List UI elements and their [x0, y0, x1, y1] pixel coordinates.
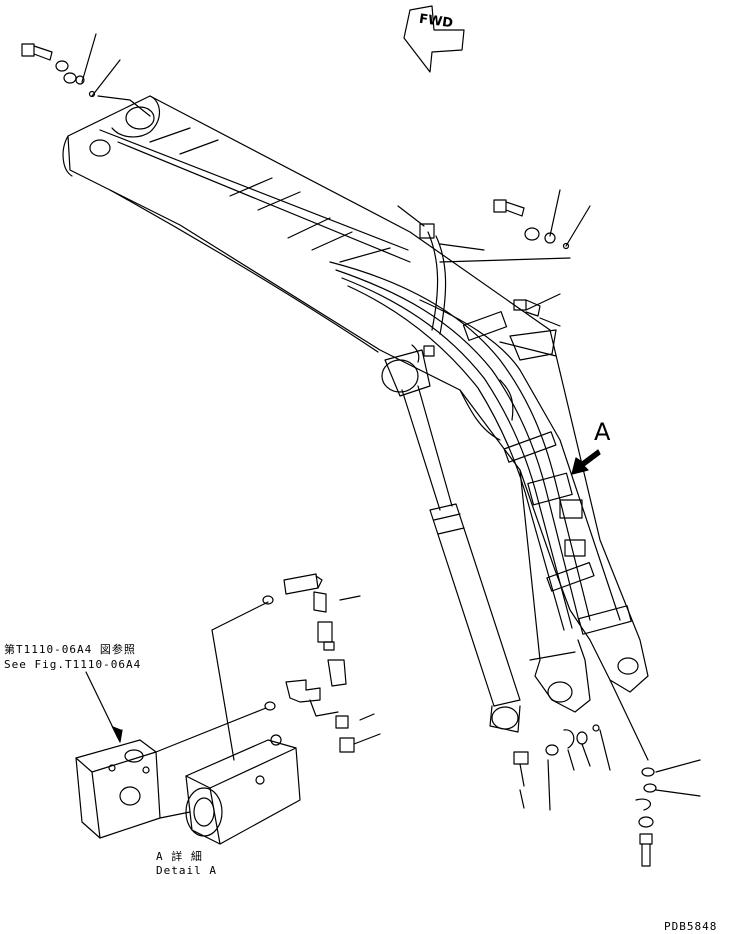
detail-a-valve-block [75, 734, 301, 845]
boom-ladder [99, 127, 411, 263]
hardware-group-top-left [21, 33, 151, 117]
hydraulic-tubes [329, 231, 621, 631]
hardware-group-lower-right [513, 679, 701, 867]
drawing-number: PDB5848 [664, 920, 718, 933]
reference-label-en: See Fig.T1110-06A4 [4, 658, 142, 671]
tube-clamps [462, 311, 632, 635]
reference-label-jp: 第T1110-06A4 図参照 [4, 643, 136, 656]
boom-outline [62, 95, 649, 693]
hardware-group-upper-right [397, 189, 591, 357]
boom-foot [519, 469, 591, 713]
detail-title-en: Detail A [156, 864, 217, 877]
detail-marker-label: A [594, 418, 611, 446]
detail-a-fittings [155, 573, 381, 761]
boom-cylinder [381, 344, 521, 733]
detail-title-jp: A 詳 細 [156, 850, 203, 863]
detail-a-arrow-icon [571, 449, 601, 475]
fwd-arrow-icon [403, 5, 465, 73]
